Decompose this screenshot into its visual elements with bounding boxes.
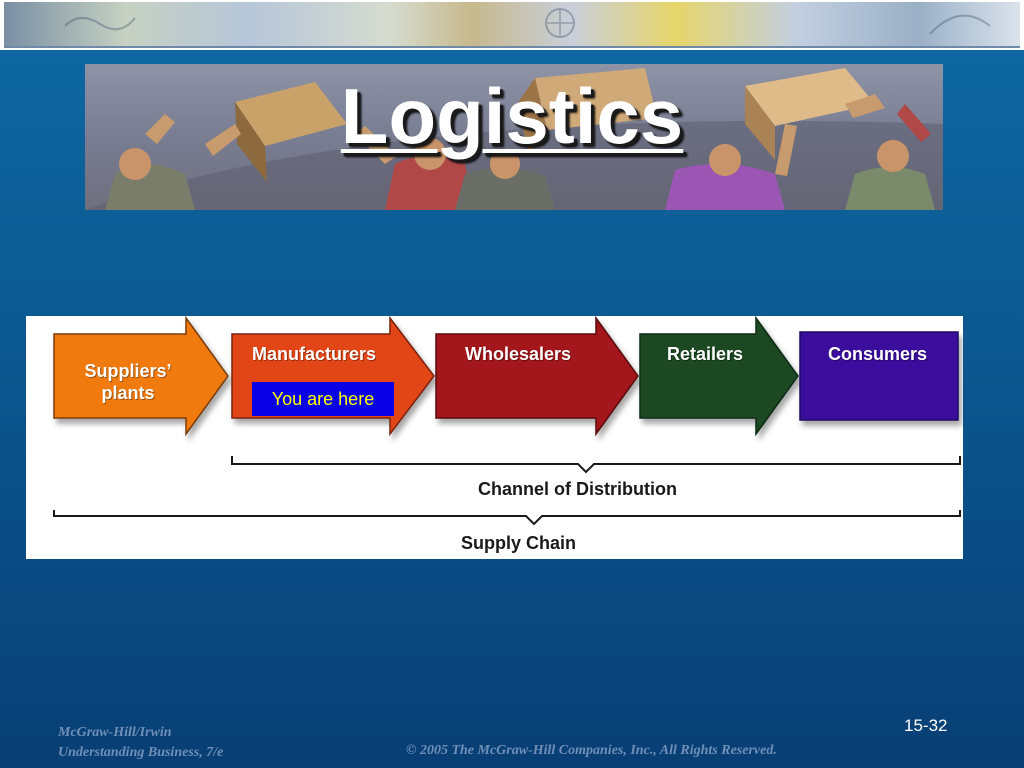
compass-deco-icon [545, 8, 575, 38]
title-clipart [85, 64, 943, 210]
stage-label-manufacturers: Manufacturers [252, 344, 377, 364]
footer-book: Understanding Business, 7/e [58, 745, 224, 760]
you-are-here-marker: You are here [252, 382, 394, 416]
map-deco-icon [64, 17, 136, 31]
worker-figure-icon [105, 114, 241, 210]
box-icon [517, 68, 657, 154]
worker-figure-icon [355, 126, 475, 210]
supply-chain-label: Supply Chain [461, 533, 577, 553]
footer-publisher: McGraw-Hill/Irwin [58, 725, 172, 740]
banner-image [4, 2, 1020, 48]
box-icon [235, 82, 347, 182]
arrow-manufacturers [231, 316, 435, 437]
arrow-wholesalers [435, 316, 639, 437]
worker-figure-icon [665, 124, 797, 210]
box-consumers [799, 331, 959, 421]
arrow-suppliers-plants [53, 316, 229, 437]
globe-deco-icon [929, 14, 991, 35]
supply-chain-brace [53, 510, 961, 526]
stage-label-consumers: Consumers [828, 344, 928, 364]
channel-of-distribution-label: Channel of Distribution [478, 479, 677, 499]
arrow-retailers [639, 316, 799, 437]
box-icon [745, 68, 875, 160]
channel-brace [231, 456, 961, 474]
stage-label-retailers: Retailers [667, 344, 744, 364]
stage-label-wholesalers: Wholesalers [465, 344, 572, 364]
stage-label-suppliers: Suppliers’plants [84, 361, 172, 403]
slide-number: 15-32 [904, 716, 948, 735]
footer-source: McGraw-Hill/Irwin Understanding Business… [58, 723, 223, 763]
top-banner [0, 0, 1024, 50]
worker-figure-icon [845, 94, 935, 210]
distribution-diagram: Suppliers’plants Manufacturers Wholesale… [26, 316, 963, 559]
slide-title: Logistics [340, 72, 684, 160]
footer-copyright: © 2005 The McGraw-Hill Companies, Inc., … [406, 743, 777, 758]
diagram-graphic [53, 316, 961, 526]
worker-figure-icon [455, 149, 555, 210]
